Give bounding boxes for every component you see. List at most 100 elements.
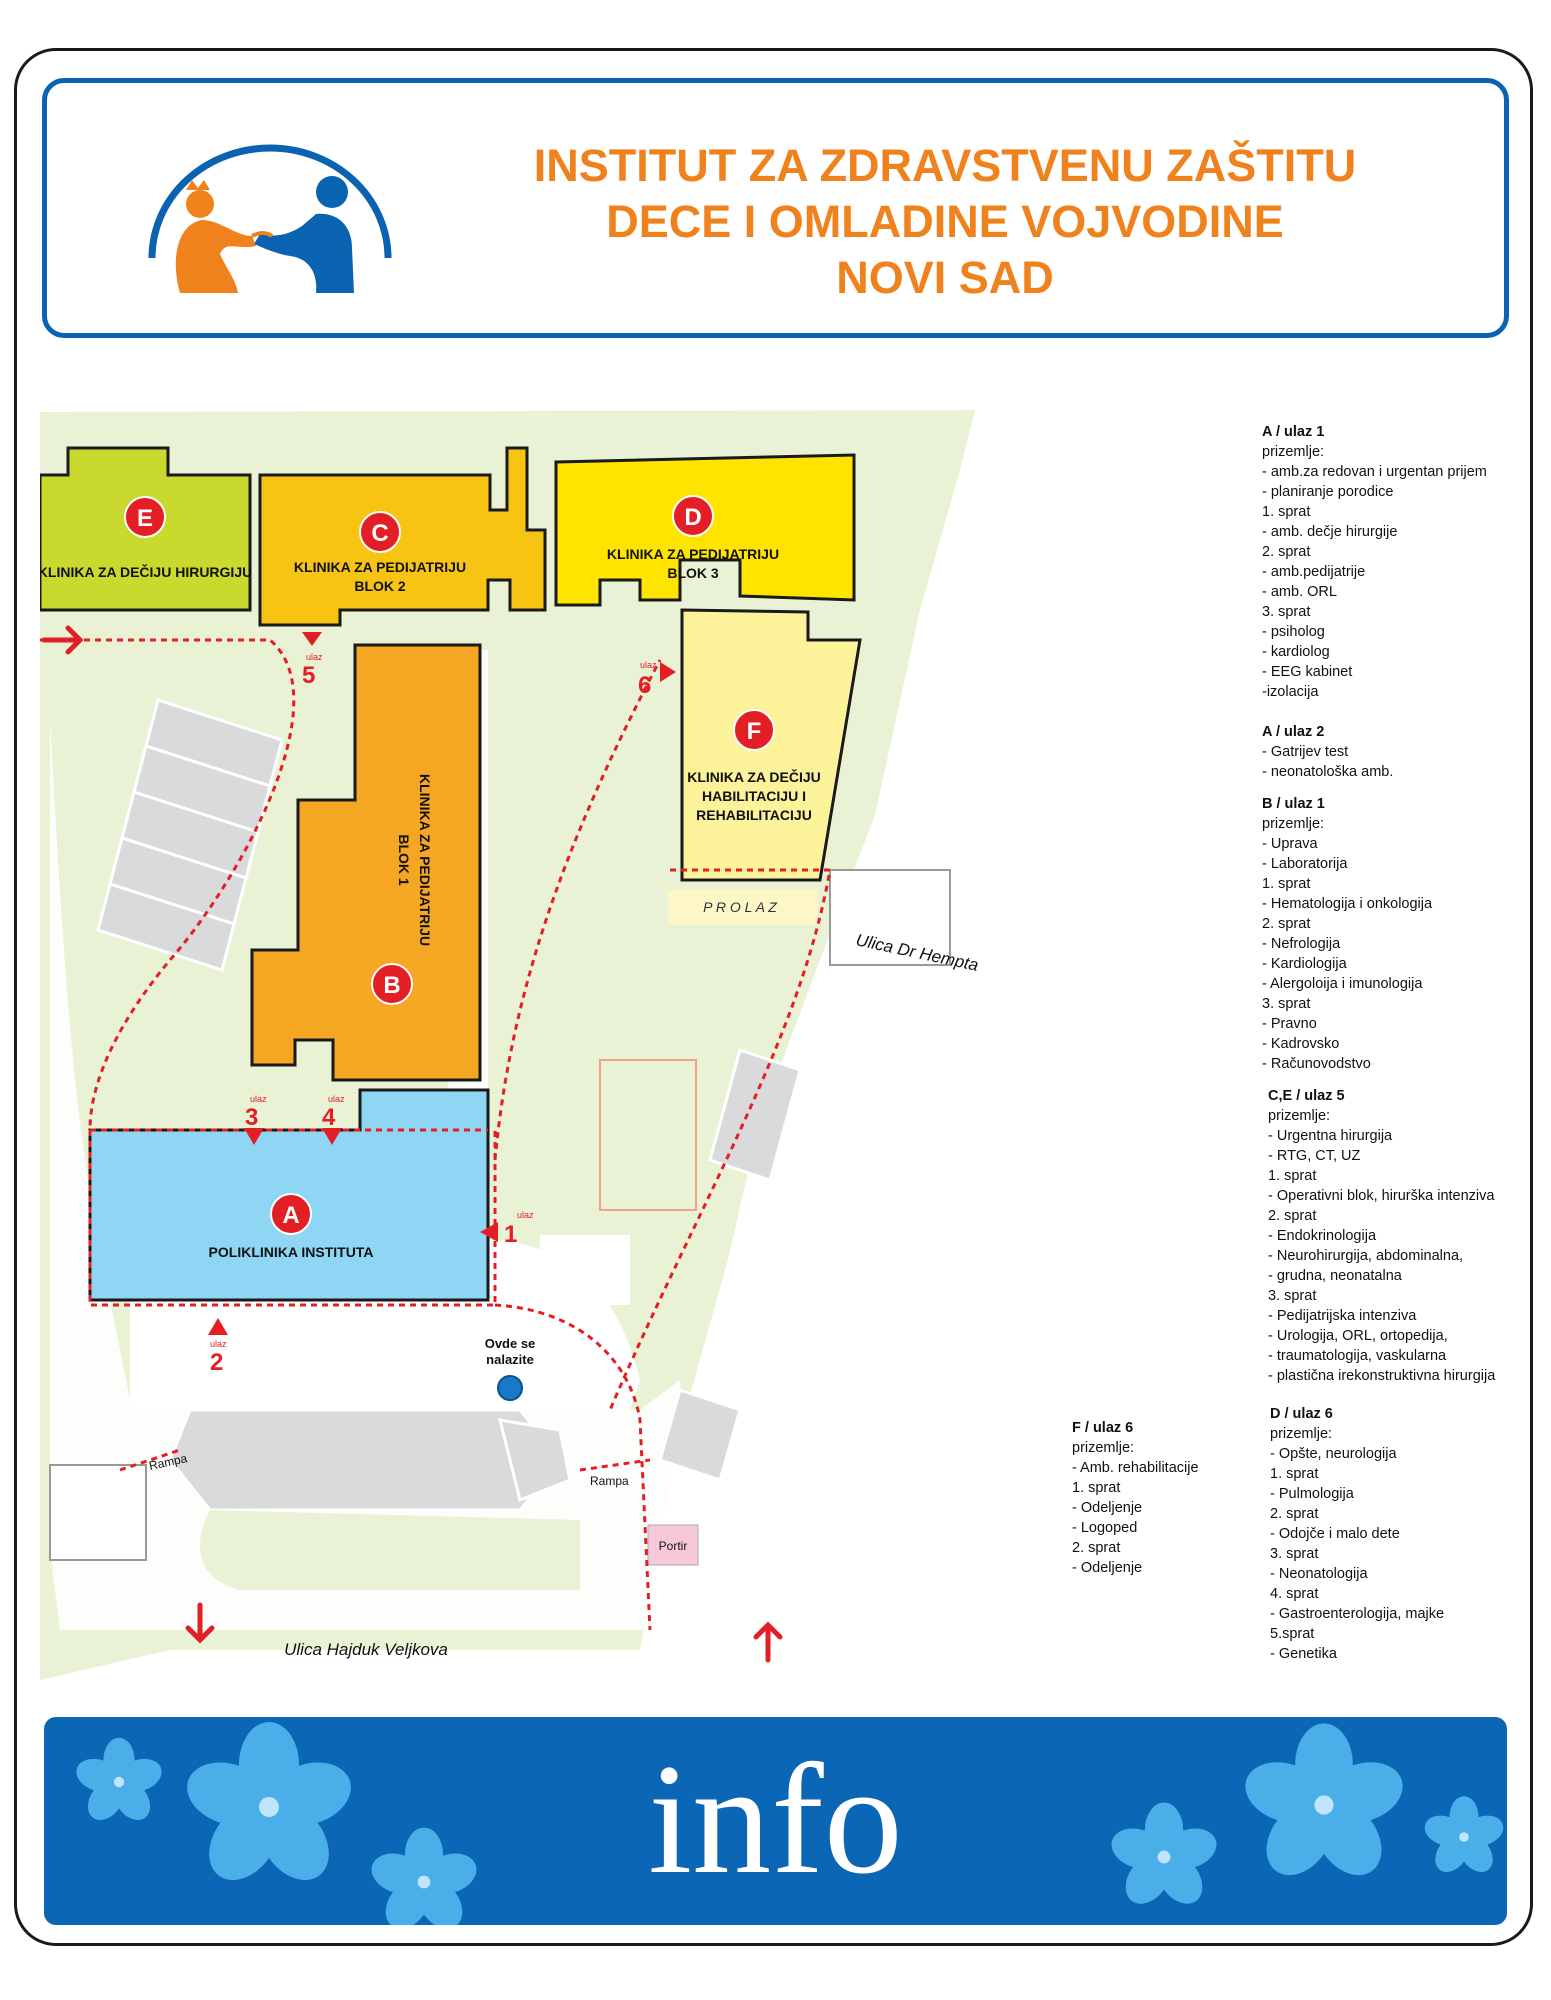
legend-line: 2. sprat [1072, 1540, 1121, 1556]
legend-heading: A / ulaz 2 [1262, 724, 1325, 740]
arrow-down-bottom-left [185, 1602, 215, 1644]
legend-line: - amb. ORL [1262, 584, 1337, 600]
legend-line: 1. sprat [1270, 1466, 1319, 1482]
legend-line: - Laboratorija [1262, 856, 1348, 872]
legend-section-b1: B / ulaz 1 prizemlje: - Uprava - Laborat… [1262, 794, 1495, 1074]
header-box [42, 78, 1509, 338]
legend-line: - psiholog [1262, 624, 1325, 640]
legend-line: - Odeljenje [1072, 1500, 1143, 1516]
legend-line: 3. sprat [1270, 1546, 1319, 1562]
portir-booth [647, 1524, 699, 1566]
info-text: info [648, 1732, 903, 1907]
legend-heading: B / ulaz 1 [1262, 796, 1325, 812]
legend-line: - Računovodstvo [1262, 1056, 1371, 1072]
building-E-letter: E [137, 505, 153, 532]
legend-line: 4. sprat [1270, 1586, 1319, 1602]
title-line-1: INSTITUT ZA ZDRAVSTVENU ZAŠTITU [533, 140, 1357, 191]
entrance-1-word: ulaz [517, 1210, 534, 1220]
entrance-1: ulaz 1 [480, 1210, 534, 1248]
legend-line: prizemlje: [1270, 1426, 1333, 1442]
entrance-6-word: ulaz [640, 660, 657, 670]
legend-line: - Gastroenterologija, majke [1270, 1606, 1445, 1622]
legend-section-a1: A / ulaz 1 prizemlje: - amb.za redovan i… [1262, 422, 1495, 702]
street-hempta-road [690, 870, 910, 1500]
building-B [250, 643, 482, 1082]
building-A-group: A POLIKLINIKA INSTITUTA [209, 1193, 373, 1260]
street-hajduk: Ulica Hajduk Veljkova [284, 1640, 448, 1659]
title-line-2: DECE I OMLADINE VOJVODINE [606, 196, 1284, 247]
legend-line: - Logoped [1072, 1520, 1138, 1536]
building-E-name: KLINIKA ZA DEČIJU HIRURGIJU [40, 563, 252, 580]
portir-label: Portir [659, 1539, 688, 1553]
title-line-3: NOVI SAD [836, 252, 1054, 303]
legend-line: - Genetika [1270, 1646, 1337, 1662]
legend-line: - Endokrinologija [1268, 1228, 1377, 1244]
entrance-4-number: 4 [322, 1104, 336, 1131]
building-D-name-2: BLOK 3 [667, 565, 719, 581]
building-C-group: C KLINIKA ZA PEDIJATRIJU BLOK 2 [294, 511, 466, 594]
building-D-group: D KLINIKA ZA PEDIJATRIJU BLOK 3 [607, 495, 779, 581]
building-B-name-1: KLINIKA ZA PEDIJATRIJU [417, 774, 433, 946]
small-building-outline [599, 1059, 697, 1211]
building-E-group: E KLINIKA ZA DEČIJU HIRURGIJU [40, 496, 252, 580]
legend-section-a2: A / ulaz 2 - Gatrijev test - neonatološk… [1262, 722, 1495, 782]
street-hempta-block [829, 869, 951, 966]
entrance-2-number: 2 [210, 1349, 223, 1376]
legend-line: -izolacija [1262, 684, 1319, 700]
building-B-letter: B [383, 972, 400, 999]
legend-line: - Odeljenje [1072, 1560, 1143, 1576]
institute-logo [148, 144, 392, 293]
legend-line: - neonatološka amb. [1262, 764, 1394, 780]
building-F-name-3: REHABILITACIJU [696, 807, 812, 823]
entrance-5-number: 5 [302, 662, 315, 689]
lower-lawn [200, 1510, 580, 1590]
legend-line: - grudna, neonatalna [1268, 1268, 1402, 1284]
building-D-letter: D [684, 504, 701, 531]
building-F-group: F KLINIKA ZA DEČIJU HABILITACIJU I REHAB… [687, 709, 821, 823]
legend-line: - plastična irekonstruktivna hirurgija [1268, 1368, 1496, 1384]
institute-title: INSTITUT ZA ZDRAVSTVENU ZAŠTITU DECE I O… [420, 138, 1470, 306]
entrance-2-word: ulaz [210, 1339, 227, 1349]
entrance-5-word: ulaz [306, 652, 323, 662]
building-C-letter: C [371, 520, 388, 547]
legend-line: - Amb. rehabilitacije [1072, 1460, 1199, 1476]
legend-line: 2. sprat [1262, 916, 1311, 932]
prolaz-label: P R O L A Z [703, 899, 777, 915]
walking-routes [40, 638, 832, 1631]
page-frame [14, 48, 1533, 1946]
legend-line: - Operativni blok, hirurška intenziva [1268, 1188, 1495, 1204]
legend-line: 2. sprat [1268, 1208, 1317, 1224]
building-F [680, 608, 862, 882]
legend-line: 2. sprat [1270, 1506, 1319, 1522]
legend-heading: A / ulaz 1 [1262, 424, 1325, 440]
legend-line: 3. sprat [1268, 1288, 1317, 1304]
parking-left [96, 698, 284, 972]
legend-line: - Hematologija i onkologija [1262, 896, 1433, 912]
legend-middle: F / ulaz 6 prizemlje: - Amb. rehabilitac… [1072, 1418, 1199, 1578]
legend-line: 3. sprat [1262, 996, 1311, 1012]
legend-line: - Nefrologija [1262, 936, 1341, 952]
building-A-letter: A [282, 1202, 299, 1229]
entrance-3: ulaz 3 [244, 1094, 267, 1145]
info-banner: info [44, 1717, 1507, 1925]
legend-section-ce5: C,E / ulaz 5 prizemlje: - Urgentna hirur… [1262, 1086, 1495, 1386]
legend-line: - Pedijatrijska intenziva [1268, 1308, 1417, 1324]
legend-line: - EEG kabinet [1262, 664, 1353, 680]
legend-line: - Urgentna hirurgija [1268, 1128, 1393, 1144]
legend-line: 2. sprat [1262, 544, 1311, 560]
entrance-3-word: ulaz [250, 1094, 267, 1104]
legend-line: - Pravno [1262, 1016, 1317, 1032]
legend-section-d6: D / ulaz 6 prizemlje: - Opšte, neurologi… [1262, 1404, 1495, 1664]
legend-line: - Odojče i malo dete [1270, 1526, 1400, 1542]
entrance-4-word: ulaz [328, 1094, 345, 1104]
legend-line: prizemlje: [1262, 444, 1325, 460]
legend-line: - RTG, CT, UZ [1268, 1148, 1361, 1164]
legend-line: - Uprava [1262, 836, 1318, 852]
legend-line: - Urologija, ORL, ortopedija, [1268, 1328, 1448, 1344]
legend-right: A / ulaz 1 prizemlje: - amb.za redovan i… [1262, 422, 1495, 1664]
legend-line: 3. sprat [1262, 604, 1311, 620]
legend-line: - Alergoloija i imunologija [1262, 976, 1423, 992]
entrance-6: ulaz 6 [638, 660, 676, 699]
building-C [258, 446, 547, 627]
white-plot-1 [540, 1235, 630, 1305]
